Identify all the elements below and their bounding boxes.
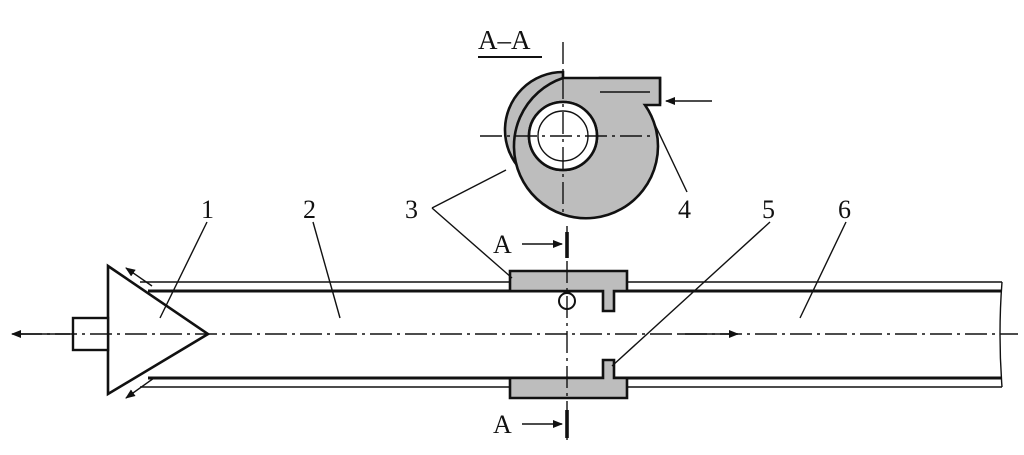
part-number-4: 4: [678, 195, 691, 224]
part-number-2: 2: [303, 195, 316, 224]
leader-4: [647, 109, 688, 193]
hot-exit-arrow-top: [125, 267, 153, 287]
section-title: А–А: [478, 25, 531, 55]
throttle-cone: [106, 263, 211, 397]
part-number-6: 6: [838, 195, 851, 224]
tube-view: А А: [11, 226, 1018, 440]
hot-exit-arrow-bottom: [125, 377, 155, 399]
part-number-3: 3: [405, 195, 418, 224]
cut-label-top: А: [493, 230, 512, 259]
cut-label-bottom: А: [493, 410, 512, 439]
leader-2: [312, 221, 341, 319]
callouts: 1 2 3 4 5 6: [159, 109, 851, 367]
leader-1: [159, 221, 208, 319]
section-view: А–А: [478, 25, 712, 220]
part-number-1: 1: [201, 195, 214, 224]
leader-5: [611, 221, 771, 367]
leader-3b: [431, 207, 513, 279]
volute-housing-bottom: [508, 358, 629, 400]
leader-3a: [431, 169, 507, 209]
part-number-5: 5: [762, 195, 775, 224]
leader-6: [799, 221, 847, 319]
volute-housing-top: [508, 269, 629, 313]
